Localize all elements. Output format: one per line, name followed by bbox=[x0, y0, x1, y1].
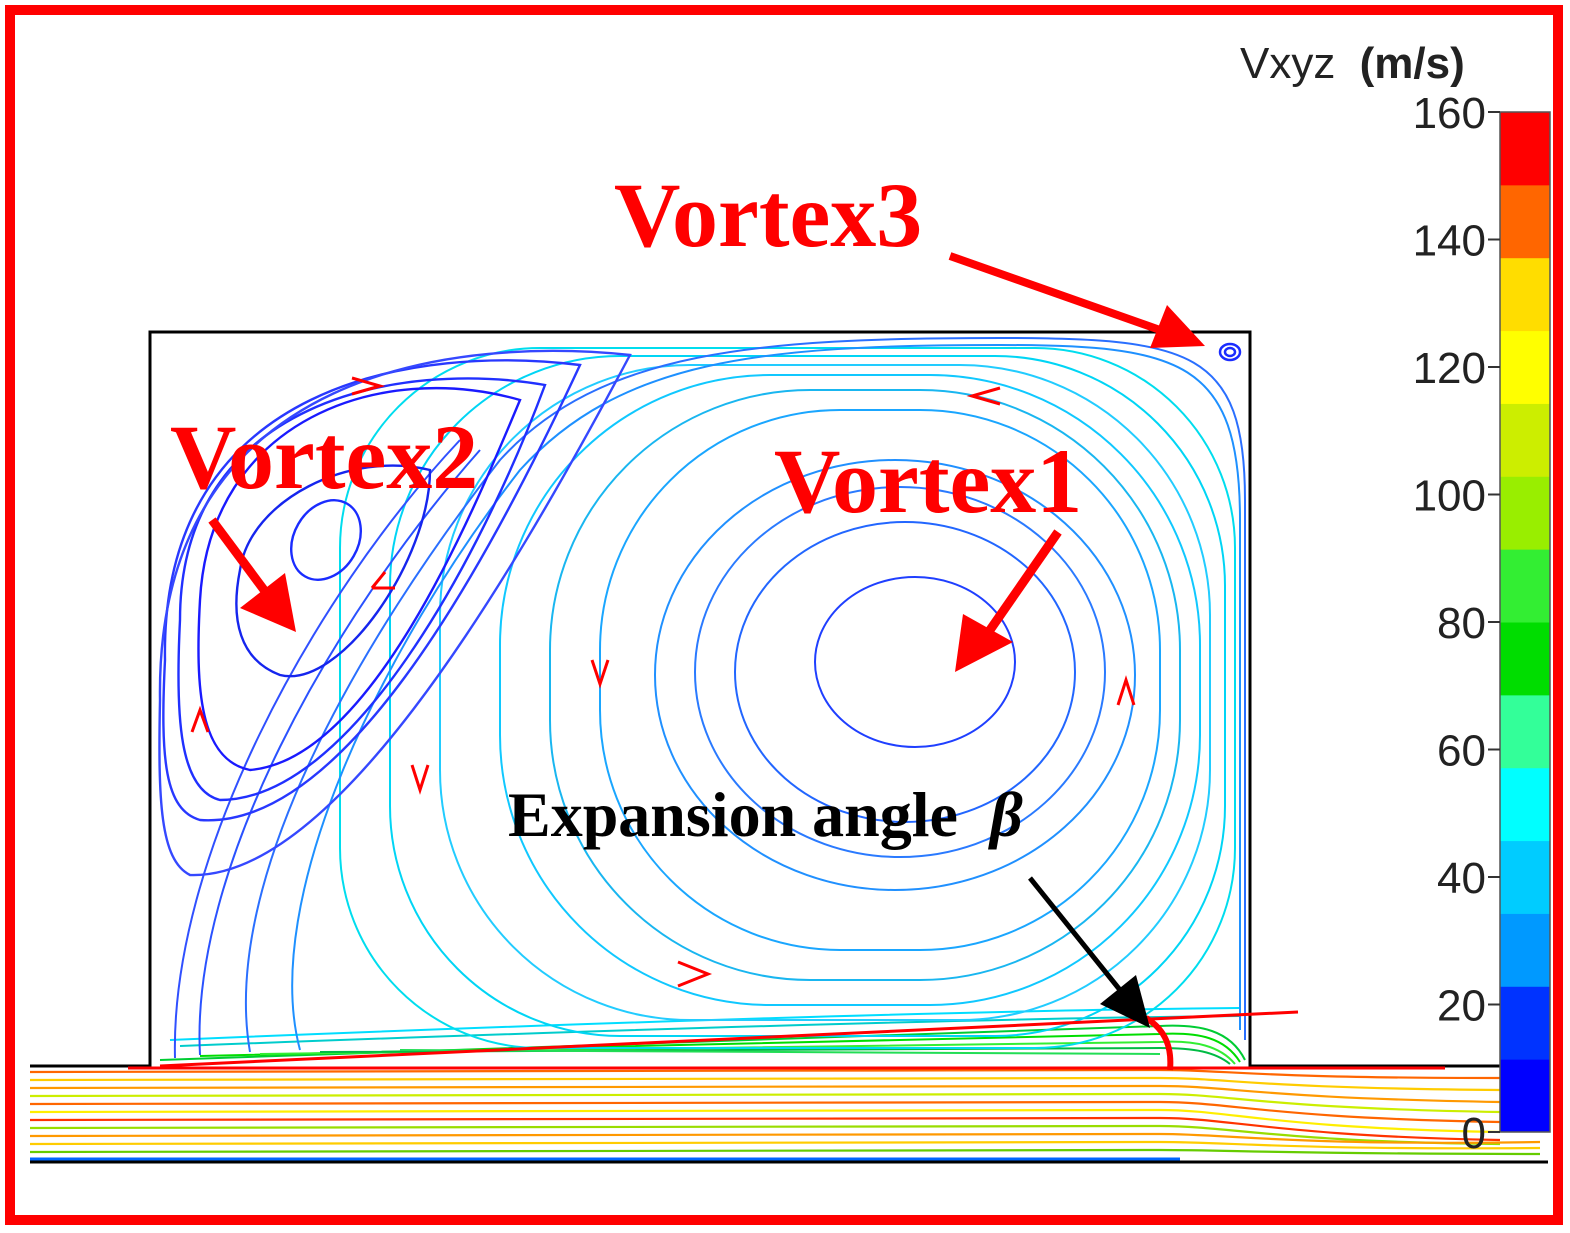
colorbar-tick-label: 0 bbox=[1462, 1109, 1486, 1158]
colorbar-tick-label: 160 bbox=[1413, 89, 1486, 138]
colorbar-band bbox=[1500, 330, 1550, 404]
vortex2-streamlines bbox=[158, 349, 632, 877]
colorbar-band bbox=[1500, 840, 1550, 914]
colorbar-tick-label: 120 bbox=[1413, 344, 1486, 393]
beta-symbol: β bbox=[988, 779, 1023, 850]
colorbar-title-unit: (m/s) bbox=[1360, 39, 1465, 88]
colorbar-tick-label: 60 bbox=[1437, 727, 1486, 776]
figure-border bbox=[5, 5, 1563, 1225]
arrow-vortex3 bbox=[948, 252, 1205, 348]
expansion-text: Expansion angle bbox=[508, 779, 958, 850]
label-expansion-angle: Expansion angle β bbox=[508, 779, 1023, 850]
geometry-outline bbox=[30, 330, 1548, 1164]
colorbar-tick-label: 80 bbox=[1437, 599, 1486, 648]
vortex1-streamlines bbox=[173, 336, 1246, 1059]
vortex3-streamlines bbox=[1218, 342, 1242, 362]
colorbar-bands bbox=[1500, 112, 1550, 1133]
colorbar-title-quantity: Vxyz bbox=[1240, 39, 1335, 88]
expansion-angle-lines bbox=[128, 1010, 1445, 1071]
colorbar-tick-label: 100 bbox=[1413, 472, 1486, 521]
label-vortex1: Vortex1 bbox=[774, 430, 1082, 532]
colorbar-band bbox=[1500, 257, 1550, 332]
colorbar-band bbox=[1500, 403, 1550, 477]
colorbar-tick-label: 20 bbox=[1437, 982, 1486, 1031]
channel-streamlines bbox=[29, 1068, 1541, 1161]
colorbar-band bbox=[1500, 986, 1550, 1060]
colorbar-band bbox=[1500, 767, 1550, 842]
colorbar-band bbox=[1500, 549, 1550, 623]
colorbar: Vxyz (m/s) 160 140 120 100 80 60 40 20 0 bbox=[1240, 39, 1551, 1158]
colorbar-band bbox=[1500, 694, 1550, 769]
label-vortex3: Vortex3 bbox=[614, 164, 922, 266]
colorbar-ticks: 160 140 120 100 80 60 40 20 0 bbox=[1413, 89, 1500, 1158]
colorbar-band bbox=[1500, 476, 1550, 550]
colorbar-band bbox=[1500, 184, 1550, 259]
colorbar-band bbox=[1500, 622, 1550, 696]
label-vortex2: Vortex2 bbox=[170, 406, 478, 508]
vortex-arrows bbox=[208, 252, 1205, 672]
arrow-vortex1 bbox=[955, 529, 1062, 672]
arrow-vortex2 bbox=[208, 517, 296, 632]
colorbar-title: Vxyz (m/s) bbox=[1240, 39, 1465, 88]
colorbar-band bbox=[1500, 913, 1550, 987]
colorbar-tick-label: 140 bbox=[1413, 217, 1486, 266]
colorbar-tick-label: 40 bbox=[1437, 854, 1486, 903]
arrow-expansion-angle bbox=[1028, 876, 1150, 1028]
colorbar-band bbox=[1500, 112, 1550, 186]
flow-direction-markers bbox=[190, 376, 1136, 988]
colorbar-band bbox=[1500, 1059, 1550, 1133]
